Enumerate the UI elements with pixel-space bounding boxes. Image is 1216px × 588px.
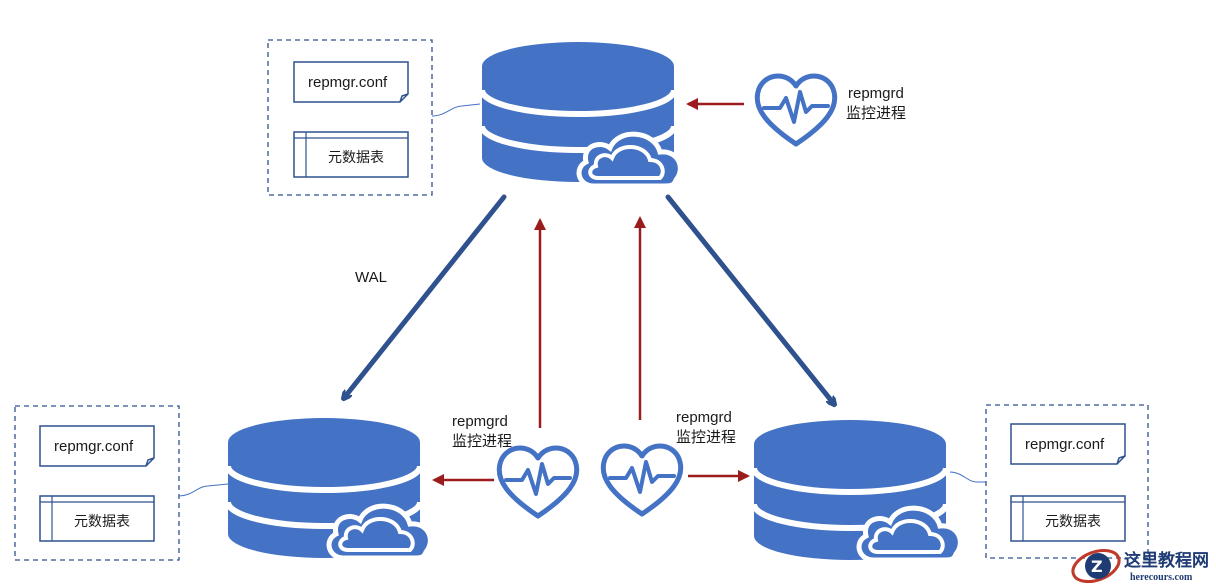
standby-right-config-file: repmgr.conf <box>1010 423 1126 465</box>
standby-right-monitor: repmgrd 监控进程 <box>603 409 750 514</box>
standby-right-database <box>754 420 960 560</box>
standby-left-dashed-box <box>14 405 180 561</box>
standby-right-config-group: repmgr.conf 元数据表 <box>949 404 1149 559</box>
watermark-logo-icon: Z <box>1071 548 1121 584</box>
master-metadata-table: 元数据表 <box>293 131 409 178</box>
watermark: Z 这里教程网 herecours.com <box>1071 548 1209 584</box>
wal-arrow-left <box>344 194 507 398</box>
standby-left-database <box>228 418 430 558</box>
standby-right-heartbeat-icon <box>603 446 680 514</box>
standby-right-metadata-table: 元数据表 <box>1010 495 1126 542</box>
master-monitor-name: repmgrd <box>848 85 904 102</box>
master-dashed-box <box>267 39 433 196</box>
master-metadata-table-label: 元数据表 <box>328 150 384 166</box>
wal-arrow-right <box>665 194 834 404</box>
watermark-url: herecours.com <box>1130 572 1193 583</box>
master-database <box>482 42 680 186</box>
standby-left-config-file: repmgr.conf <box>39 425 155 467</box>
wal-label: WAL <box>355 269 387 286</box>
standby-left-metadata-table-label: 元数据表 <box>74 514 130 530</box>
master-monitor: repmgrd 监控进程 <box>686 76 906 144</box>
master-config-file-label: repmgr.conf <box>308 74 388 91</box>
standby-left-monitor-desc: 监控进程 <box>452 432 512 450</box>
standby-right-config-file-label: repmgr.conf <box>1025 436 1105 453</box>
master-config-file: repmgr.conf <box>293 61 409 103</box>
standby-left-config-group: repmgr.conf 元数据表 <box>14 405 229 561</box>
standby-right-dashed-box <box>985 404 1149 559</box>
svg-text:Z: Z <box>1091 557 1103 576</box>
standby-right-monitor-name: repmgrd <box>676 409 732 426</box>
standby-left-monitor: repmgrd 监控进程 <box>432 413 577 516</box>
standby-left-heartbeat-icon <box>499 448 576 516</box>
standby-left-monitor-name: repmgrd <box>452 413 508 430</box>
standby-right-monitor-desc: 监控进程 <box>676 428 736 446</box>
standby-left-metadata-table: 元数据表 <box>39 495 155 542</box>
standby-left-config-file-label: repmgr.conf <box>54 438 134 455</box>
master-heartbeat-icon <box>757 76 834 144</box>
master-config-group: repmgr.conf 元数据表 <box>267 39 481 196</box>
watermark-title: 这里教程网 <box>1124 550 1209 571</box>
standby-right-connector <box>949 471 986 483</box>
master-monitor-desc: 监控进程 <box>846 104 906 122</box>
standby-right-metadata-table-label: 元数据表 <box>1045 514 1101 530</box>
master-connector <box>431 103 481 117</box>
standby-left-connector <box>178 483 229 497</box>
